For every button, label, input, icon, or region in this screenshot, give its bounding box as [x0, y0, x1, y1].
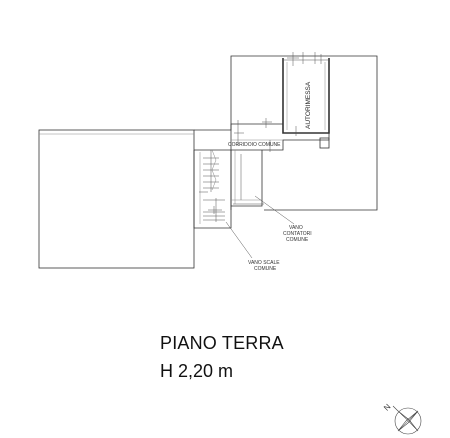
meter-room: [230, 150, 264, 207]
meter-room-label-line2: CONTATORI: [283, 231, 312, 237]
stair-room-label-line2: COMUNE: [254, 266, 277, 272]
garage-room: AUTORIMESSA: [282, 52, 330, 136]
stair-room-label-line1: VANO SCALE: [248, 260, 280, 266]
meter-room-label-line1: VANO: [289, 225, 303, 231]
meter-room-leader: [254, 195, 295, 225]
outer-building-outline: [38, 129, 195, 269]
stair-room: [193, 149, 232, 229]
meter-room-label-line3: COMUNE: [286, 237, 309, 243]
stair-room-leader: [225, 221, 253, 259]
floor-name: PIANO TERRA: [160, 333, 284, 353]
upper-block-outline: [230, 55, 378, 211]
garage-label: AUTORIMESSA: [305, 81, 312, 129]
compass-north-label: N: [382, 402, 393, 413]
corridor-label: CORRIDOIO COMUNE: [228, 142, 281, 148]
compass-icon: [392, 405, 422, 435]
common-corridor: CORRIDOIO COMUNE: [194, 118, 330, 152]
floor-height: H 2,20 m: [160, 361, 234, 381]
